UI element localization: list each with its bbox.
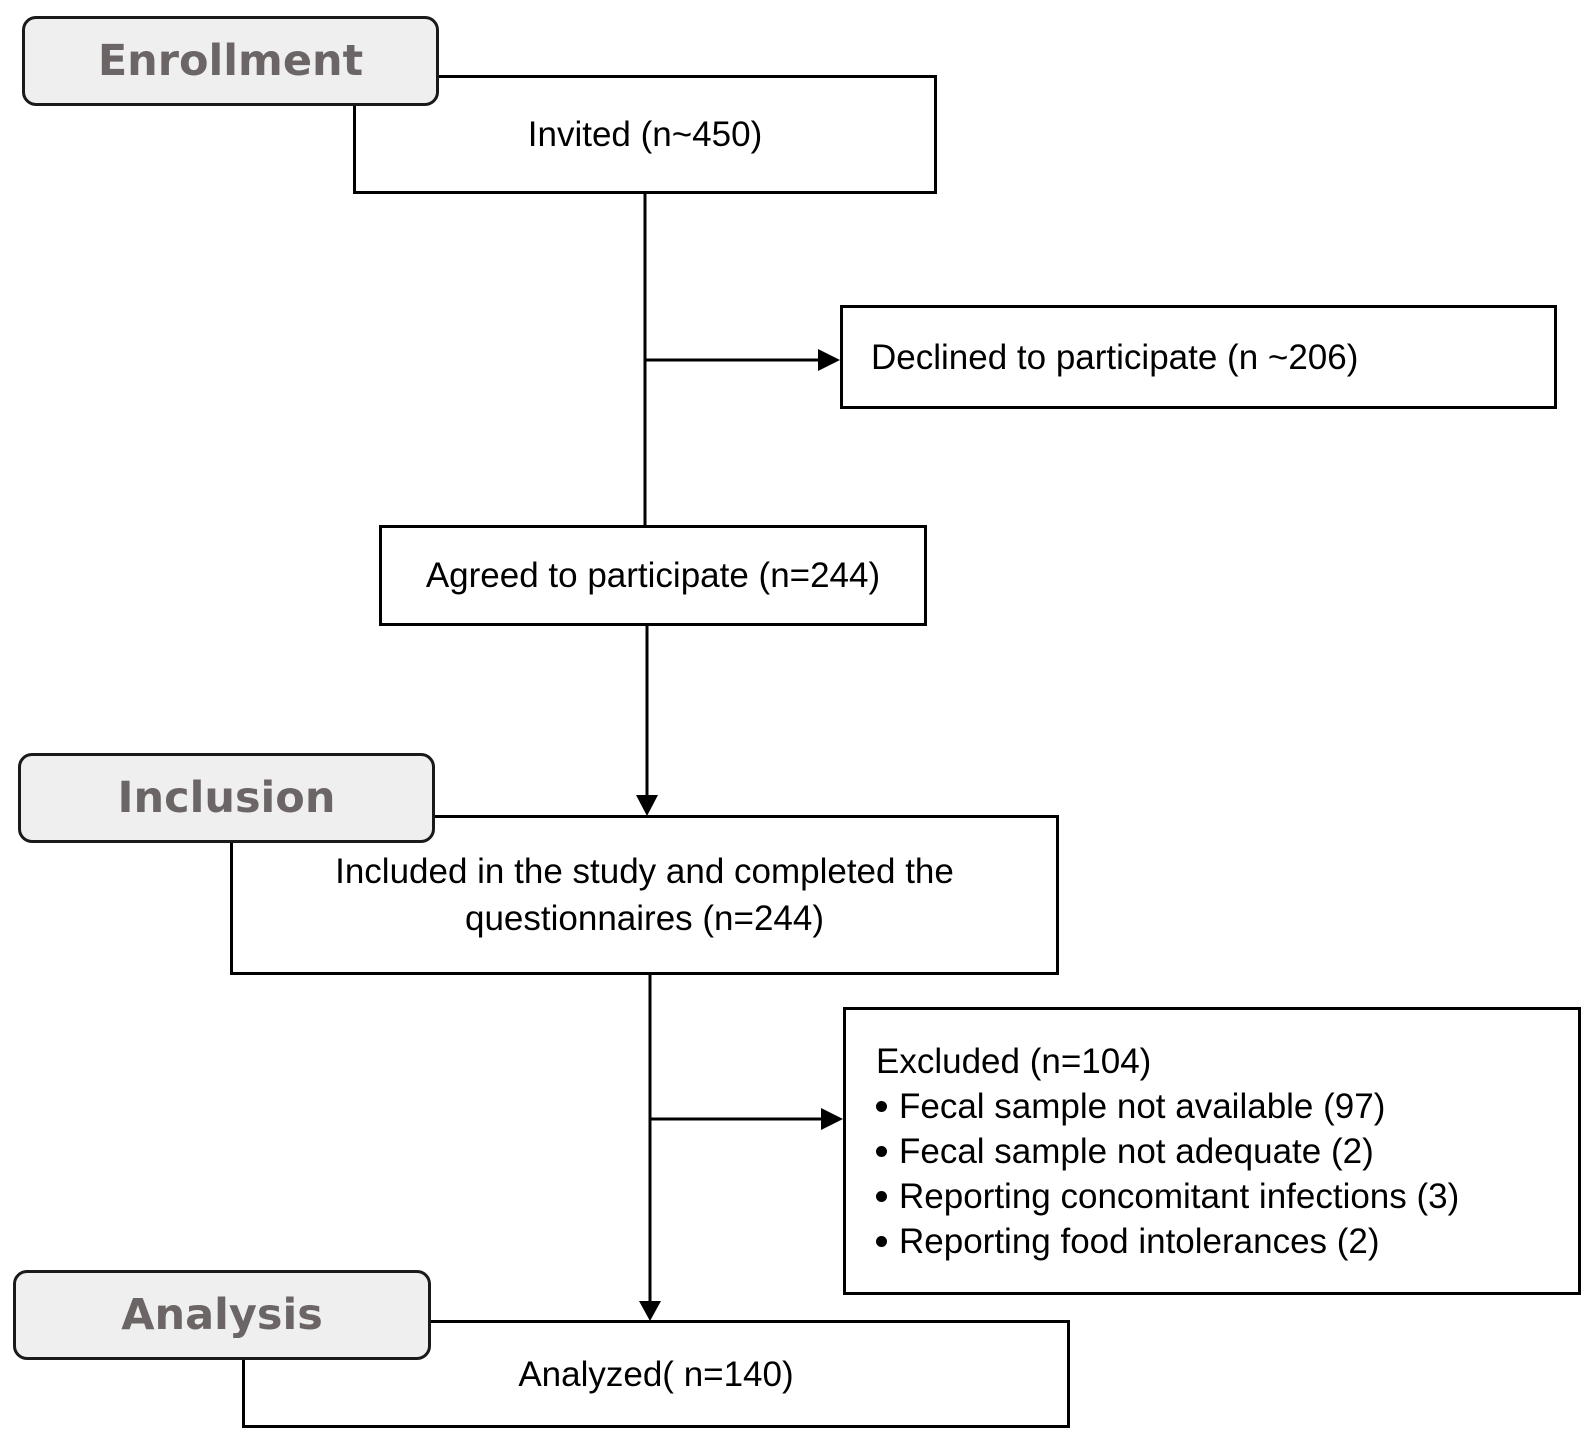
- stage-label-enrollment: Enrollment: [22, 16, 439, 106]
- invited-text: Invited (n~450): [527, 115, 763, 154]
- box-agreed: Agreed to participate (n=244): [379, 525, 927, 626]
- stage-label-analysis: Analysis: [13, 1270, 431, 1360]
- bullet-icon: [876, 1235, 887, 1247]
- excluded-reason: Reporting food intolerances (2): [899, 1221, 1380, 1261]
- analyzed-text: Analyzed( n=140): [518, 1354, 794, 1394]
- list-item: Fecal sample not adequate (2): [876, 1129, 1459, 1174]
- excluded-reason: Fecal sample not adequate (2): [899, 1131, 1374, 1171]
- box-declined: Declined to participate (n ~206): [840, 305, 1557, 409]
- arrowhead-excluded: [821, 1108, 843, 1130]
- included-text-line2: questionnaires (n=244): [465, 899, 824, 938]
- stage-label-inclusion: Inclusion: [18, 753, 435, 843]
- box-invited: Invited (n~450): [353, 75, 937, 194]
- excluded-reason: Reporting concomitant infections (3): [899, 1176, 1460, 1216]
- excluded-reasons-list: Fecal sample not available (97) Fecal sa…: [876, 1084, 1459, 1264]
- agreed-text: Agreed to participate (n=244): [425, 556, 881, 595]
- excluded-title: Excluded (n=104): [876, 1041, 1152, 1081]
- arrowhead-included: [636, 795, 658, 816]
- arrowhead-analyzed: [639, 1301, 661, 1321]
- included-text-line1: Included in the study and completed the: [335, 852, 954, 891]
- list-item: Reporting concomitant infections (3): [876, 1174, 1459, 1219]
- box-included: Included in the study and completed the …: [230, 815, 1059, 975]
- declined-text: Declined to participate (n ~206): [871, 337, 1359, 377]
- bullet-icon: [876, 1100, 887, 1112]
- excluded-reason: Fecal sample not available (97): [899, 1086, 1386, 1126]
- box-analyzed: Analyzed( n=140): [242, 1320, 1070, 1428]
- box-excluded: Excluded (n=104) Fecal sample not availa…: [843, 1007, 1581, 1295]
- list-item: Reporting food intolerances (2): [876, 1219, 1459, 1264]
- list-item: Fecal sample not available (97): [876, 1084, 1459, 1129]
- arrowhead-declined: [818, 349, 840, 371]
- bullet-icon: [876, 1190, 887, 1202]
- bullet-icon: [876, 1145, 887, 1157]
